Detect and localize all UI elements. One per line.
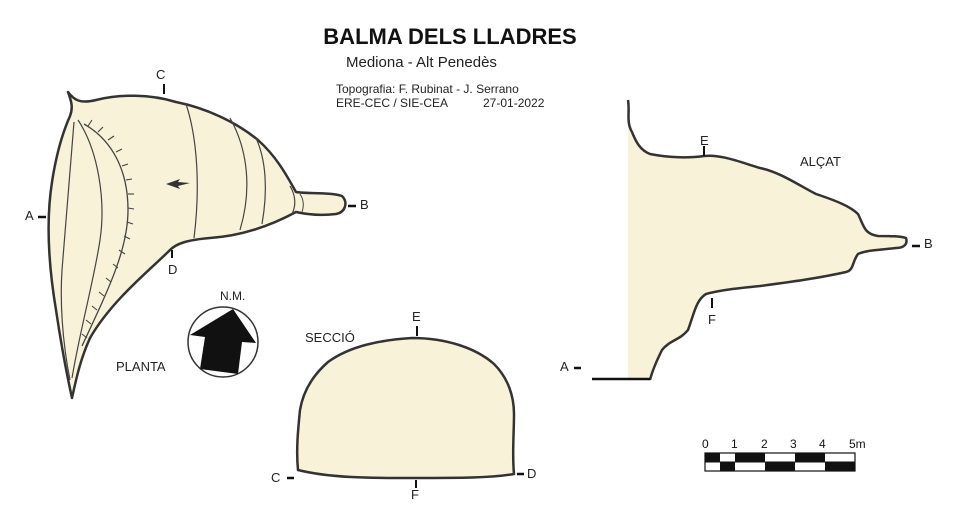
organization-label: ERE-CEC / SIE-CEA <box>336 96 449 110</box>
plan-step-line-5 <box>299 193 304 213</box>
survey-date: 27-01-2022 <box>483 96 545 110</box>
slope-arrow-icon <box>166 179 190 189</box>
survey-credits: Topografia: F. Rubinat - J. Serrano <box>336 82 519 96</box>
plan-inner-line-1 <box>71 119 103 379</box>
scale-tick-0: 0 <box>702 437 709 451</box>
section-view <box>287 326 524 488</box>
point-e-section-label: E <box>412 309 421 324</box>
north-arrow <box>187 306 259 378</box>
plan-ledge-line <box>81 123 129 347</box>
scale-tick-2: 2 <box>761 437 768 451</box>
plan-view <box>38 84 356 400</box>
point-d-section-label: D <box>527 466 537 481</box>
scale-tick-4: 4 <box>819 437 826 451</box>
point-a-plan-label: A <box>25 208 34 223</box>
north-arrow-icon <box>190 309 256 374</box>
point-b-elevation-label: B <box>924 236 933 251</box>
elevation-outline <box>628 100 907 380</box>
plan-view-label: PLANTA <box>116 359 166 374</box>
north-label: N.M. <box>220 289 246 303</box>
point-e-elevation-label: E <box>700 133 709 148</box>
point-f-section-label: F <box>411 487 419 502</box>
section-view-label: SECCIÓ <box>305 330 355 345</box>
plan-step-line-3 <box>255 137 266 225</box>
plan-step-line-1 <box>185 103 198 239</box>
point-c-label: C <box>156 67 166 82</box>
elevation-view-label: ALÇAT <box>800 154 841 169</box>
point-d-plan-label: D <box>168 262 178 277</box>
scale-tick-5: 5m <box>849 437 866 451</box>
scale-tick-1: 1 <box>731 437 738 451</box>
plan-inner-line-2 <box>60 121 75 381</box>
scale-bar <box>704 452 856 472</box>
plan-outline <box>47 90 347 400</box>
plan-step-line-4 <box>289 185 296 215</box>
elevation-view <box>574 99 920 381</box>
point-b-plan-label: B <box>360 197 369 212</box>
point-f-elevation-label: F <box>708 312 716 327</box>
point-a-elevation-label: A <box>560 359 569 374</box>
elevation-roof-line <box>626 99 908 381</box>
section-outline <box>295 336 516 480</box>
location-subtitle: Mediona - Alt Penedès <box>346 54 497 71</box>
plan-ledge-hachures <box>81 119 135 339</box>
point-c-section-label: C <box>271 470 281 485</box>
plan-step-line-2 <box>229 117 248 231</box>
drawing-title: BALMA DELS LLADRES <box>323 24 577 49</box>
scale-tick-3: 3 <box>790 437 797 451</box>
